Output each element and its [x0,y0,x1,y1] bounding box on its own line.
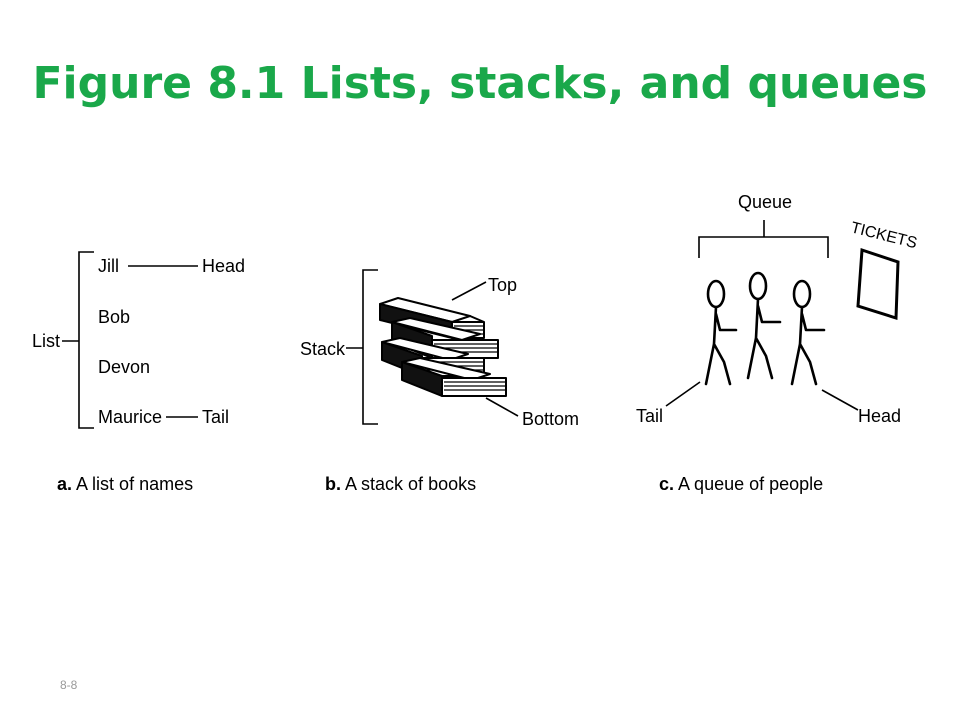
book-stack [379,297,507,397]
caption-text: A queue of people [674,474,823,494]
stack-bracket [362,269,378,425]
list-item: Devon [98,357,150,377]
caption-letter: c. [659,474,674,494]
people [704,271,826,386]
person [790,279,826,386]
page-title: Figure 8.1 Lists, stacks, and queues [32,58,928,109]
caption-b: b. A stack of books [300,474,491,494]
list-bracket [78,251,94,429]
caption-text: A list of names [72,474,193,494]
queue-bracket [698,236,829,258]
caption-text: A stack of books [341,474,476,494]
list-item: Bob [98,307,130,327]
queue-head-label: Head [858,406,901,426]
person [746,271,782,380]
head-pointer [821,389,859,411]
list-item: Maurice [98,407,162,427]
tickets-sign: TICKETS [849,219,919,252]
queue-label: Queue [738,192,792,212]
list-head-label: Head [202,256,245,276]
bottom-pointer [485,397,519,417]
caption-c: c. A queue of people [634,474,838,494]
list-tail-label: Tail [202,407,229,427]
ticket-booth: TICKETS [849,219,919,321]
list-diagram [62,251,198,429]
queue-tail-label: Tail [636,406,663,426]
caption-letter: a. [57,474,72,494]
list-item: Jill [98,256,119,276]
caption-a: a. A list of names [32,474,208,494]
page-number: 8-8 [60,678,78,692]
person [704,279,738,386]
stack-diagram [346,269,519,425]
ticket-window [856,247,900,321]
book [401,357,507,397]
stack-label: Stack [300,339,346,359]
list-label: List [32,331,60,351]
stack-bottom-label: Bottom [522,409,579,429]
tail-pointer [665,381,701,407]
stack-top-label: Top [488,275,517,295]
top-pointer [451,281,487,301]
queue-diagram [665,220,859,411]
caption-letter: b. [325,474,341,494]
